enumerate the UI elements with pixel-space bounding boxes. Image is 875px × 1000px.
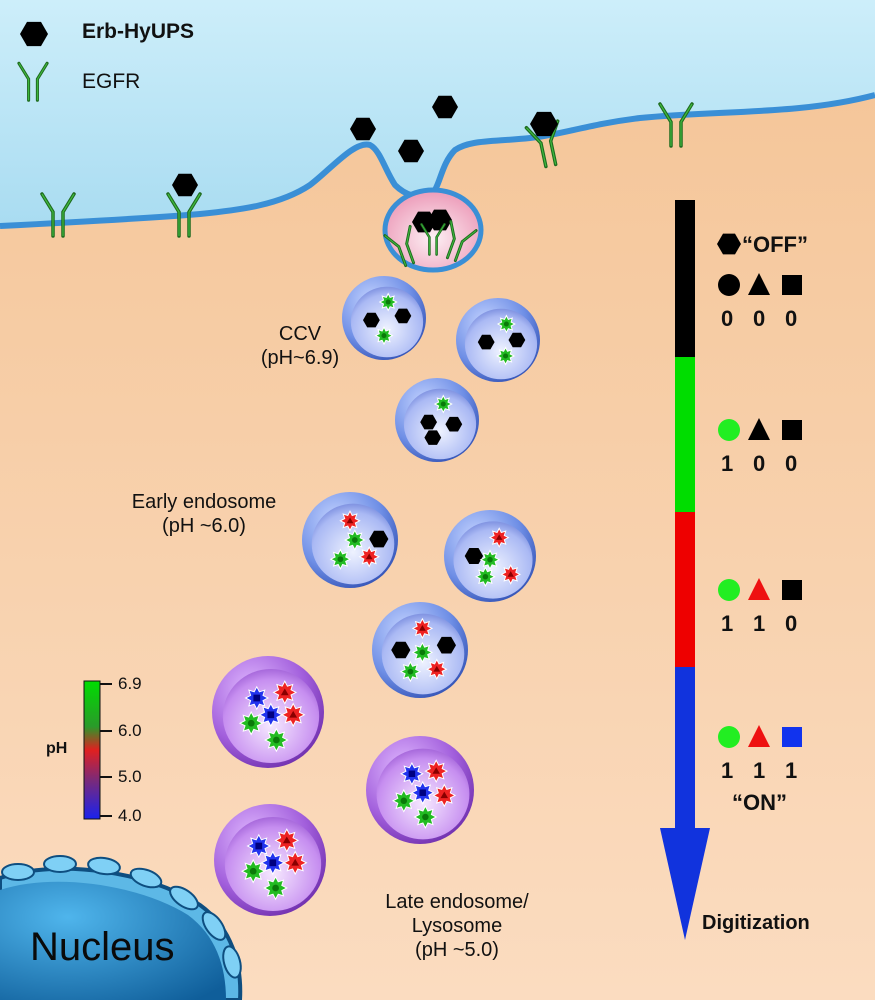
legend-label-erb-hyups: Erb-HyUPS	[82, 20, 195, 43]
erb-hyups-particle	[391, 641, 411, 659]
arrow-head	[660, 828, 710, 940]
code-digit: 1	[721, 611, 734, 636]
late-endosome-ph: (pH ~5.0)	[415, 939, 499, 961]
circle-symbol	[718, 419, 740, 441]
erb-hyups-particle	[420, 414, 437, 430]
nucleus	[0, 855, 243, 1000]
code-digit: 0	[753, 306, 766, 331]
code-digit: 0	[785, 306, 798, 331]
erb-hyups-particle	[464, 548, 484, 564]
ccv-name: CCV	[278, 323, 322, 345]
code-digit: 1	[753, 758, 766, 783]
coated-pit	[382, 187, 484, 273]
code-digit: 1	[721, 451, 734, 476]
on-label: “ON”	[732, 790, 787, 815]
arrow-segment	[675, 667, 695, 835]
early-endosome-name: Early endosome	[131, 491, 277, 513]
erb-hyups-particle	[508, 332, 526, 348]
ph-tick-label: 6.9	[118, 674, 142, 693]
triangle-symbol	[748, 578, 770, 600]
off-label: “OFF”	[742, 232, 808, 257]
square-symbol	[782, 420, 802, 440]
erb-hyups-particle	[717, 233, 741, 255]
erb-hyups-particle	[369, 530, 389, 548]
code-digit: 1	[785, 758, 798, 783]
lysosome-name: Lysosome	[411, 915, 503, 937]
early-vesicle	[302, 492, 398, 588]
late-endosome-vesicle	[212, 656, 324, 768]
square-symbol	[782, 275, 802, 295]
early-vesicle	[372, 602, 468, 698]
erb-hyups-particle	[477, 334, 495, 350]
nucleus-label: Nucleus	[30, 925, 175, 969]
code-digit: 0	[785, 451, 798, 476]
ccv-label: CCV (pH~6.9)	[250, 322, 350, 370]
ph-scale-title: pH	[46, 740, 68, 757]
triangle-symbol	[748, 273, 770, 295]
erb-hyups-particle	[424, 430, 442, 445]
arrow-segment	[675, 357, 695, 512]
code-digit: 1	[721, 758, 734, 783]
erb-hyups-particle	[363, 312, 380, 328]
ph-tick-marks	[100, 683, 112, 817]
early-endosome-ph: (pH ~6.0)	[162, 515, 246, 537]
ph-tick-label: 6.0	[118, 721, 142, 740]
digitization-arrow	[660, 200, 710, 940]
early-vesicle	[395, 378, 479, 462]
code-digit: 1	[753, 611, 766, 636]
triangle-symbol	[748, 725, 770, 747]
arrow-segment	[675, 200, 695, 357]
code-digit: 0	[721, 306, 734, 331]
late-endosome-vesicle	[214, 804, 326, 916]
circle-symbol	[718, 726, 740, 748]
early-endosome-label: Early endosome (pH ~6.0)	[104, 490, 304, 538]
square-symbol	[782, 727, 802, 747]
erb-hyups-particle	[394, 308, 412, 324]
square-symbol	[782, 580, 802, 600]
legend-label-egfr: EGFR	[82, 70, 141, 93]
digitization-label: Digitization	[702, 912, 810, 934]
late-endosome-vesicle	[366, 736, 474, 844]
erb-hyups-particle	[436, 636, 456, 654]
early-vesicle	[342, 276, 426, 360]
early-vesicle	[456, 298, 540, 382]
late-endosome-name: Late endosome/	[385, 891, 529, 913]
code-digit: 0	[753, 451, 766, 476]
circle-symbol	[718, 274, 740, 296]
ph-gradient-bar	[83, 680, 101, 820]
code-digit: 0	[785, 611, 798, 636]
erb-hyups-particle	[445, 416, 463, 432]
arrow-segment	[675, 512, 695, 667]
ph-tick-label: 4.0	[118, 806, 142, 825]
ph-tick-label: 5.0	[118, 767, 142, 786]
triangle-symbol	[748, 418, 770, 440]
late-endosome-label: Late endosome/ Lysosome (pH ~5.0)	[362, 890, 552, 962]
early-vesicle	[444, 510, 536, 602]
ccv-ph: (pH~6.9)	[260, 347, 340, 369]
circle-symbol	[718, 579, 740, 601]
